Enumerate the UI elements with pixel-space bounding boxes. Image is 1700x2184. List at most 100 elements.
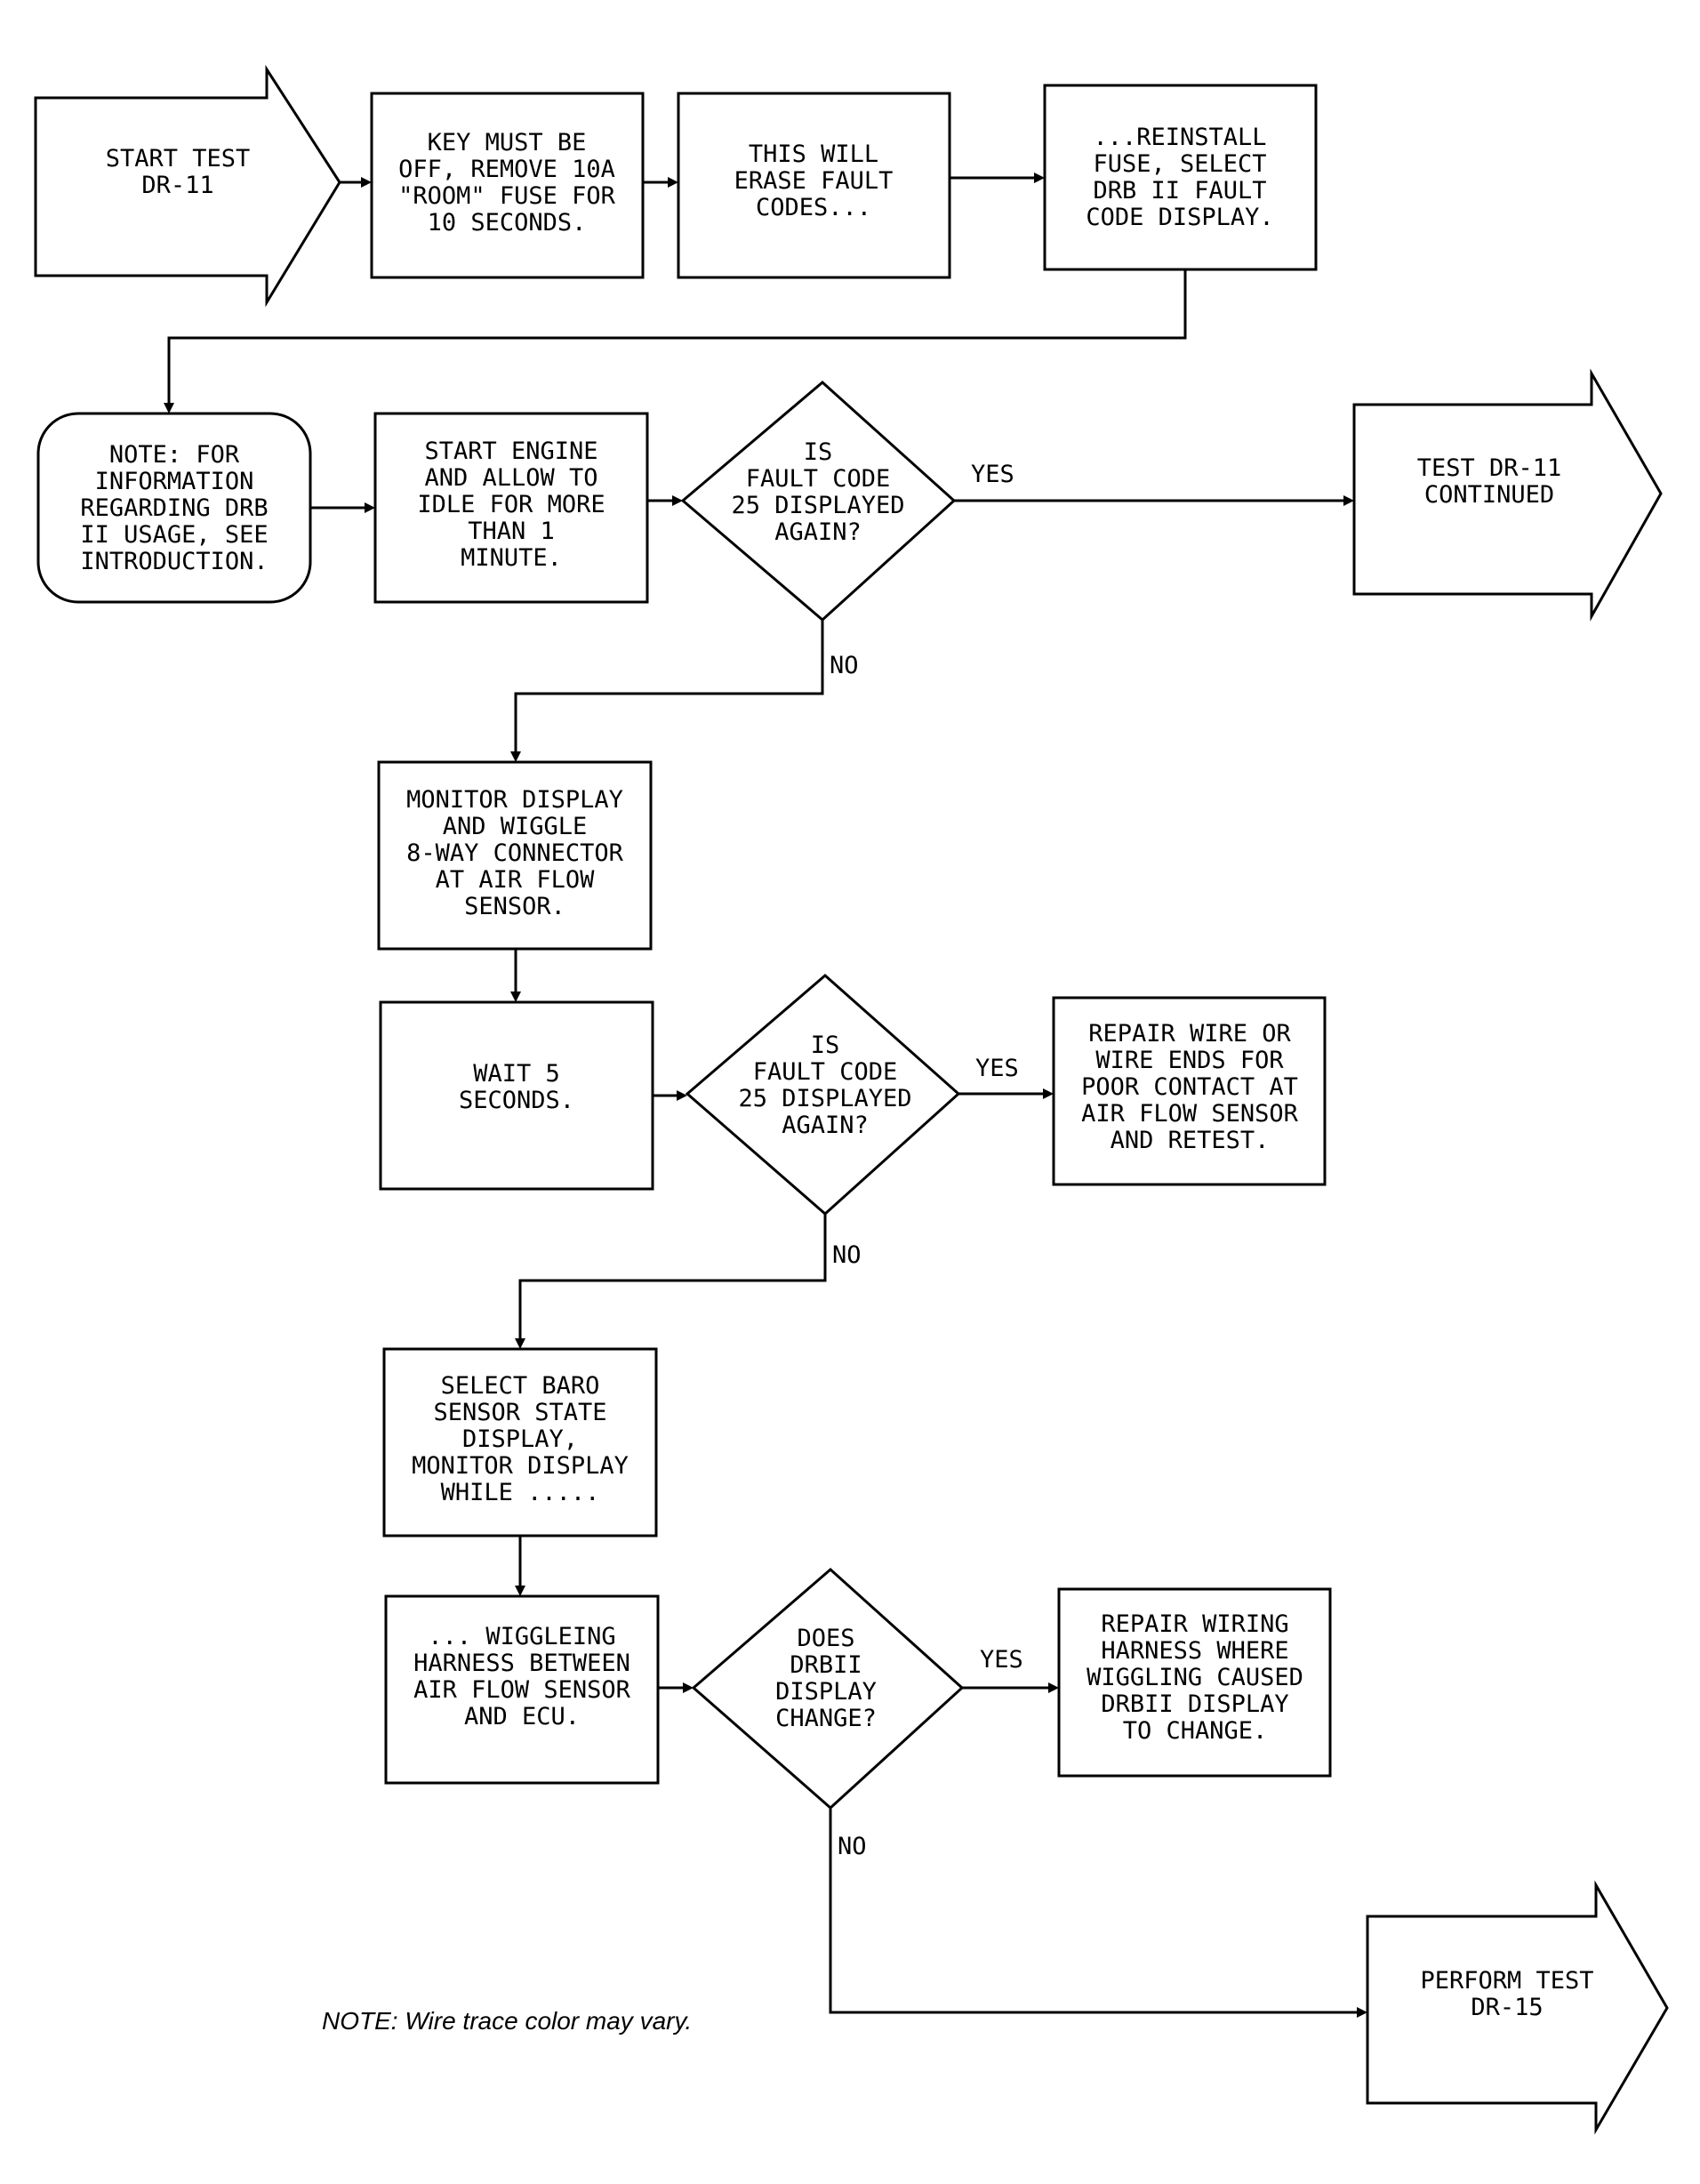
text-line: DR-11: [141, 172, 213, 199]
text-line: ... WIGGLEING: [428, 1623, 615, 1650]
decision-2-yes-label: YES: [975, 1055, 1019, 1082]
text-line: MONITOR DISPLAY: [406, 786, 623, 814]
text-line: DR-15: [1471, 1994, 1543, 2021]
arrowhead: [515, 1338, 525, 1349]
text-line: WIGGLING CAUSED: [1087, 1664, 1303, 1691]
test-continued-arrow: [1352, 368, 1663, 622]
text-line: DISPLAY,: [462, 1425, 578, 1453]
text-line: INTRODUCTION.: [80, 548, 268, 575]
text-line: IS: [804, 438, 833, 466]
text-line: AIR FLOW SENSOR: [1081, 1100, 1299, 1128]
text-line: PERFORM TEST: [1420, 1967, 1593, 1995]
arrowhead: [361, 177, 372, 188]
text-line: ERASE FAULT: [734, 167, 894, 195]
connector-reinstall-to-note: [167, 269, 1187, 405]
connector-decision-2-no: [518, 1214, 827, 1340]
text-line: NOTE: FOR: [109, 441, 240, 469]
decision-1-no-label: NO: [830, 652, 859, 679]
erase-codes-box: [677, 92, 951, 279]
wiggle-harness-box: [384, 1594, 660, 1785]
text-line: REPAIR WIRE OR: [1088, 1020, 1291, 1048]
text-line: 25 DISPLAYED: [738, 1085, 911, 1112]
text-line: SENSOR.: [464, 893, 565, 920]
repair-wire-box: [1052, 996, 1327, 1186]
arrowhead: [510, 992, 521, 1002]
text-line: HARNESS BETWEEN: [413, 1650, 630, 1677]
text-line: REGARDING DRB: [80, 494, 268, 522]
footnote: NOTE: Wire trace color may vary.: [322, 2007, 692, 2035]
reinstall-fuse-box: [1043, 84, 1318, 271]
text-line: SECONDS.: [459, 1087, 574, 1114]
text-line: REPAIR WIRING: [1101, 1610, 1288, 1638]
arrowhead: [683, 1682, 694, 1693]
text-line: OFF, REMOVE 10A: [398, 156, 615, 183]
text-line: IS: [811, 1032, 840, 1059]
text-line: FUSE, SELECT: [1093, 150, 1266, 178]
arrowhead: [1048, 1682, 1059, 1693]
arrowhead: [677, 1090, 687, 1101]
text-line: HARNESS WHERE: [1101, 1637, 1288, 1665]
text-line: START ENGINE: [424, 438, 597, 465]
key-off-box: [370, 92, 645, 279]
connector-decision-3-no: [829, 1808, 1359, 2014]
text-line: SELECT BARO: [441, 1372, 600, 1400]
text-line: DRBII: [790, 1651, 862, 1679]
perform-test-dr15-arrow: [1366, 1880, 1669, 2135]
text-line: IDLE FOR MORE: [417, 491, 605, 518]
text-line: TEST DR-11: [1417, 454, 1562, 482]
text-line: 8-WAY CONNECTOR: [406, 839, 624, 867]
text-line: AND ALLOW TO: [424, 464, 597, 492]
text-line: POOR CONTACT AT: [1081, 1073, 1298, 1101]
arrowhead: [1343, 495, 1354, 506]
text-line: WAIT 5: [473, 1060, 560, 1088]
text-line: 25 DISPLAYED: [731, 492, 904, 519]
text-line: AGAIN?: [774, 518, 862, 546]
text-line: INFORMATION: [95, 468, 254, 495]
text-line: DRBII DISPLAY: [1101, 1690, 1288, 1718]
text-line: AGAIN?: [782, 1112, 869, 1139]
text-line: SENSOR STATE: [433, 1399, 606, 1426]
text-line: DRB II FAULT: [1093, 177, 1266, 205]
arrowhead: [1357, 2007, 1367, 2018]
text-line: TO CHANGE.: [1123, 1717, 1268, 1745]
text-line: II USAGE, SEE: [80, 521, 268, 549]
text-line: CHANGE?: [775, 1705, 877, 1732]
text-line: FAULT CODE: [746, 465, 891, 493]
text-line: ...REINSTALL: [1093, 124, 1266, 151]
text-line: WIRE ENDS FOR: [1095, 1047, 1284, 1074]
text-line: AND ECU.: [464, 1703, 580, 1730]
repair-harness-box: [1057, 1587, 1332, 1778]
text-line: CODES...: [756, 194, 871, 221]
arrowhead: [1043, 1088, 1054, 1099]
text-line: MONITOR DISPLAY: [412, 1452, 629, 1480]
text-line: DOES: [797, 1625, 854, 1652]
connector-decision-1-no: [514, 620, 824, 753]
text-line: MINUTE.: [461, 544, 562, 572]
text-line: AIR FLOW SENSOR: [413, 1676, 631, 1704]
text-line: KEY MUST BE: [428, 129, 587, 157]
text-line: CONTINUED: [1424, 481, 1554, 509]
text-line: THIS WILL: [749, 141, 878, 168]
start-test-dr11-arrow: [34, 64, 341, 308]
arrowhead: [672, 495, 683, 506]
text-line: AND RETEST.: [1111, 1127, 1270, 1154]
text-line: AT AIR FLOW: [436, 866, 596, 894]
text-line: THAN 1: [468, 518, 555, 545]
text-line: FAULT CODE: [753, 1058, 898, 1086]
text-line: START TEST: [106, 145, 251, 173]
decision-2-no-label: NO: [832, 1241, 862, 1269]
text-line: AND WIGGLE: [443, 813, 588, 840]
